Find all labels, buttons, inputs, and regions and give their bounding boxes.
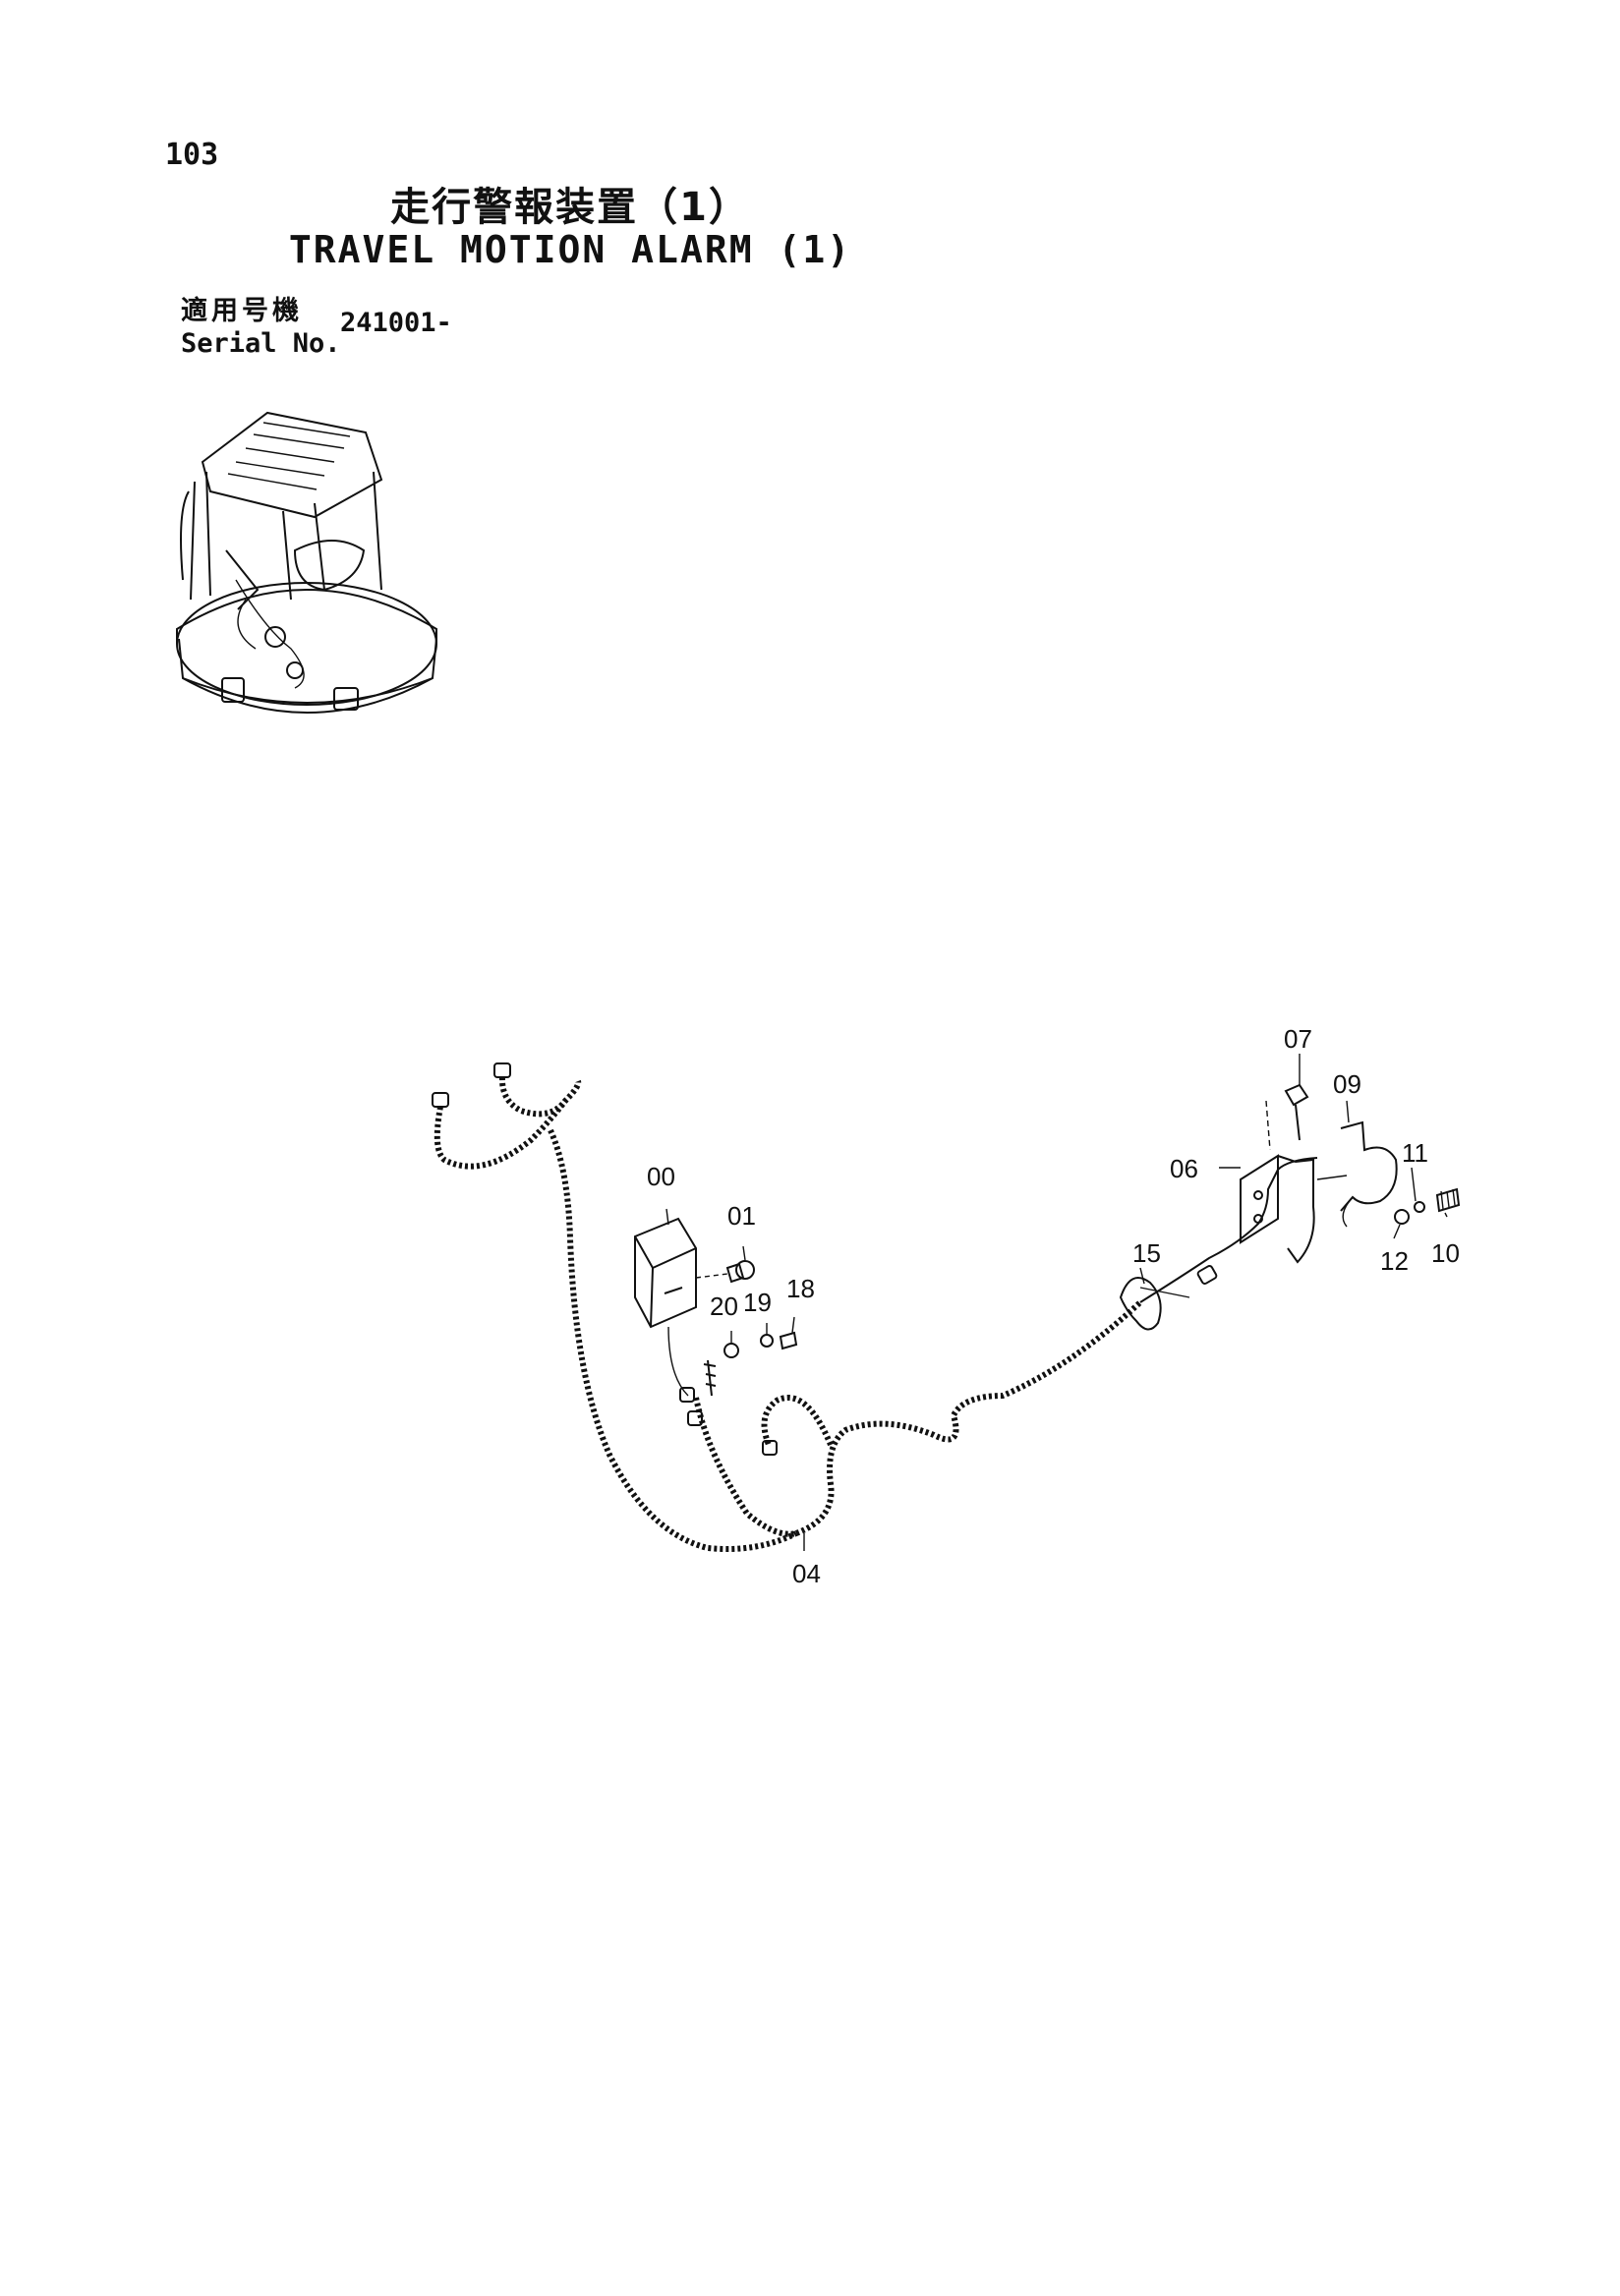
callout-00: 00 — [647, 1162, 675, 1191]
callout-09: 09 — [1333, 1069, 1361, 1099]
machine-overview-illustration — [176, 411, 437, 714]
bracket-and-sensor-assembly — [1240, 1083, 1461, 1264]
callout-12: 12 — [1380, 1246, 1409, 1276]
harness-clamp — [1119, 1277, 1190, 1331]
callout-04: 04 — [792, 1559, 821, 1588]
alarm-unit — [634, 1217, 703, 1426]
callout-07: 07 — [1284, 1024, 1312, 1054]
callout-19: 19 — [743, 1288, 772, 1317]
serial-label-japanese: 適用号機 — [181, 296, 303, 326]
callout-18: 18 — [786, 1274, 815, 1303]
page-number: 103 — [165, 138, 219, 172]
callout-15: 15 — [1132, 1238, 1161, 1268]
callout-10: 10 — [1431, 1238, 1460, 1268]
serial-label-english: Serial No. — [181, 328, 341, 359]
callout-06: 06 — [1170, 1154, 1198, 1183]
callout-01: 01 — [727, 1201, 756, 1231]
page-title-japanese: 走行警報装置（1） — [390, 185, 750, 230]
page-title-english: TRAVEL MOTION ALARM (1) — [288, 228, 852, 271]
callout-20: 20 — [710, 1292, 738, 1321]
alarm-fasteners — [695, 1260, 798, 1397]
serial-number-value: 241001- — [340, 308, 452, 338]
leader-lines — [665, 1054, 1448, 1551]
callout-11: 11 — [1402, 1138, 1428, 1168]
wiring-harness — [432, 1062, 1318, 1552]
